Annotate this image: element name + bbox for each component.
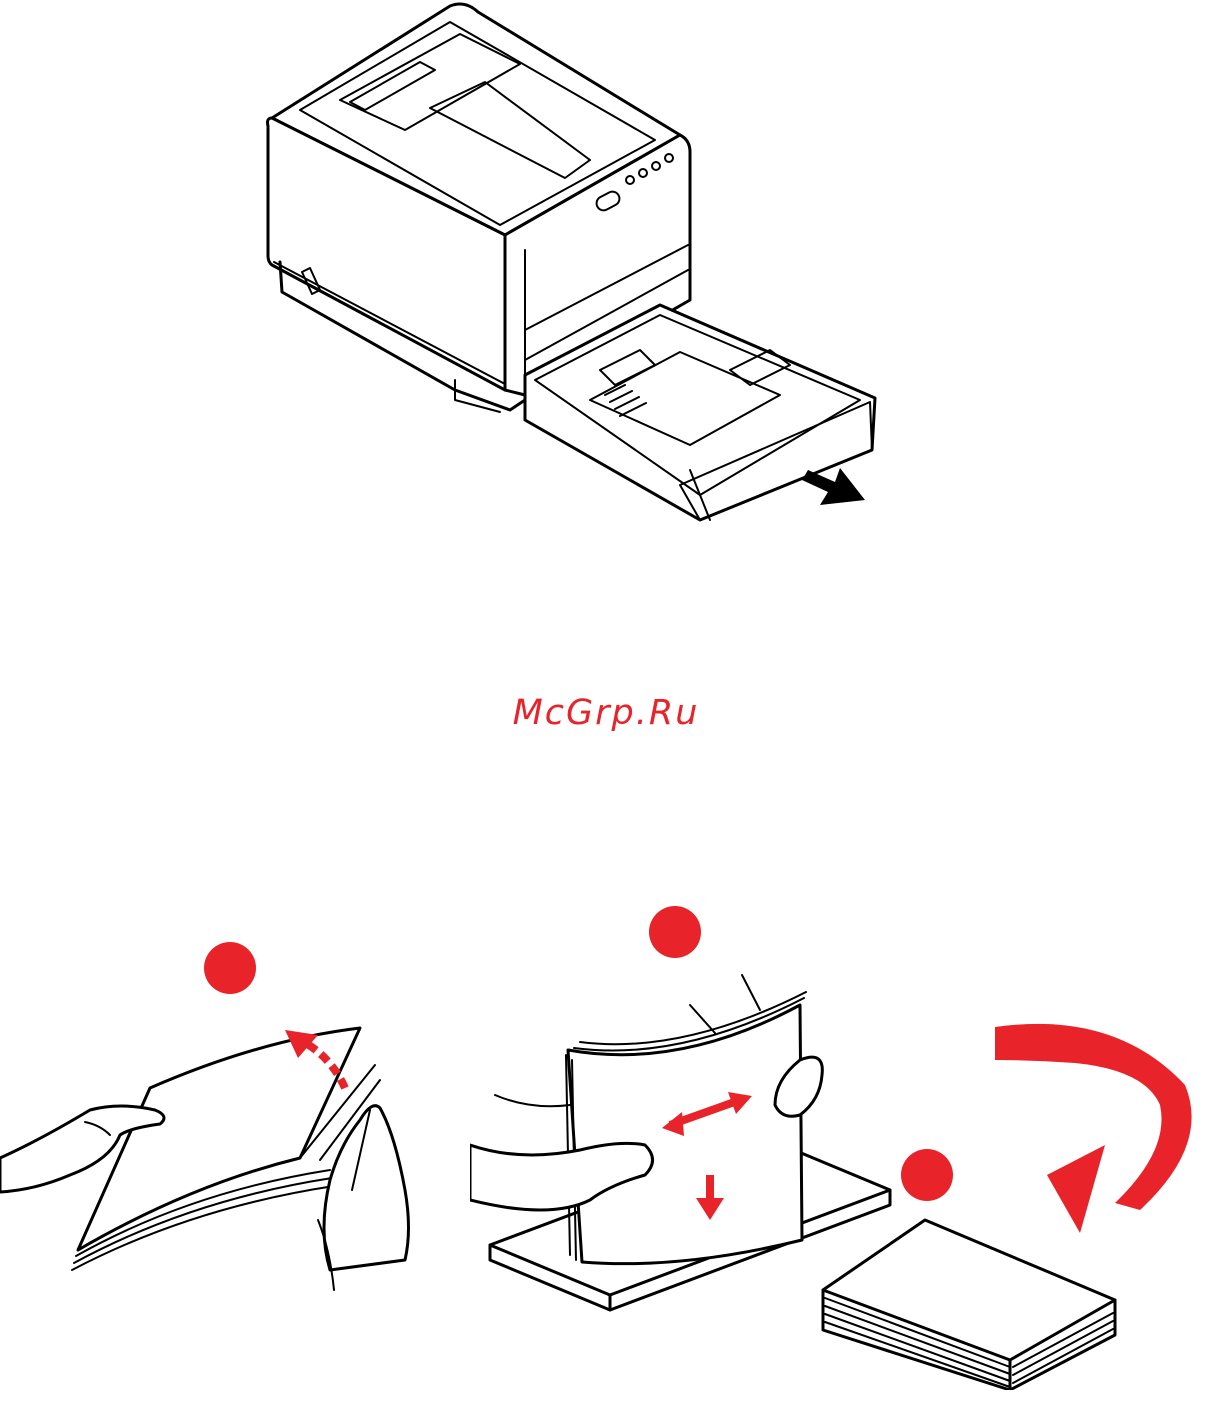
red-dot-marker [649,906,701,958]
red-dot-marker [901,1149,953,1201]
pull-out-arrow [802,468,865,505]
red-dot-marker [204,942,256,994]
turn-paper-stack-illustration [815,1015,1210,1390]
fan-paper-illustration [0,930,420,1300]
watermark-text: McGrp.Ru [0,693,1212,733]
printer-tray-open-illustration [260,0,890,535]
